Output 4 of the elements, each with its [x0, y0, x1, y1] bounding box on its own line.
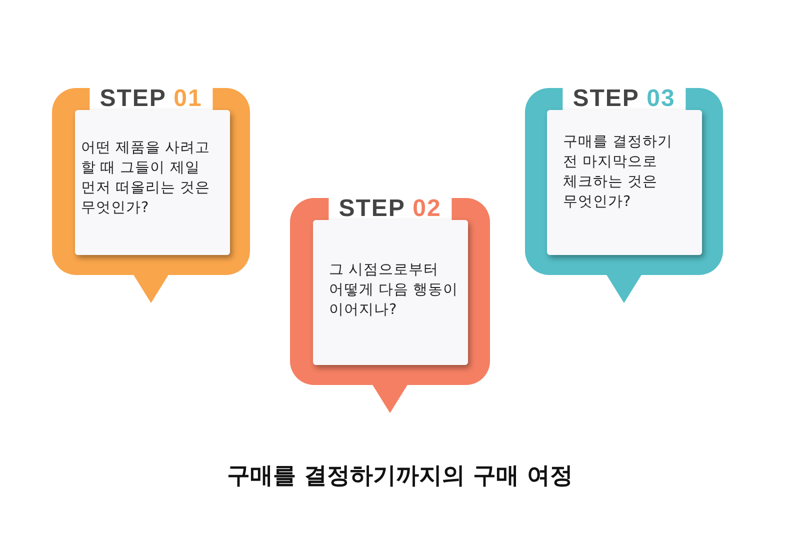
diagram-title: 구매를 결정하기까지의 구매 여정 — [226, 462, 574, 491]
step-question: 그 시점으로부터 어떻게 다음 행동이 이어지나? — [329, 261, 459, 320]
step-question: 구매를 결정하기 전 마지막으로 체크하는 것은 무엇인가? — [563, 133, 674, 212]
step-question: 어떤 제품을 사려고 할 때 그들이 제일 먼저 떠올리는 것은 무엇인가? — [81, 139, 212, 218]
